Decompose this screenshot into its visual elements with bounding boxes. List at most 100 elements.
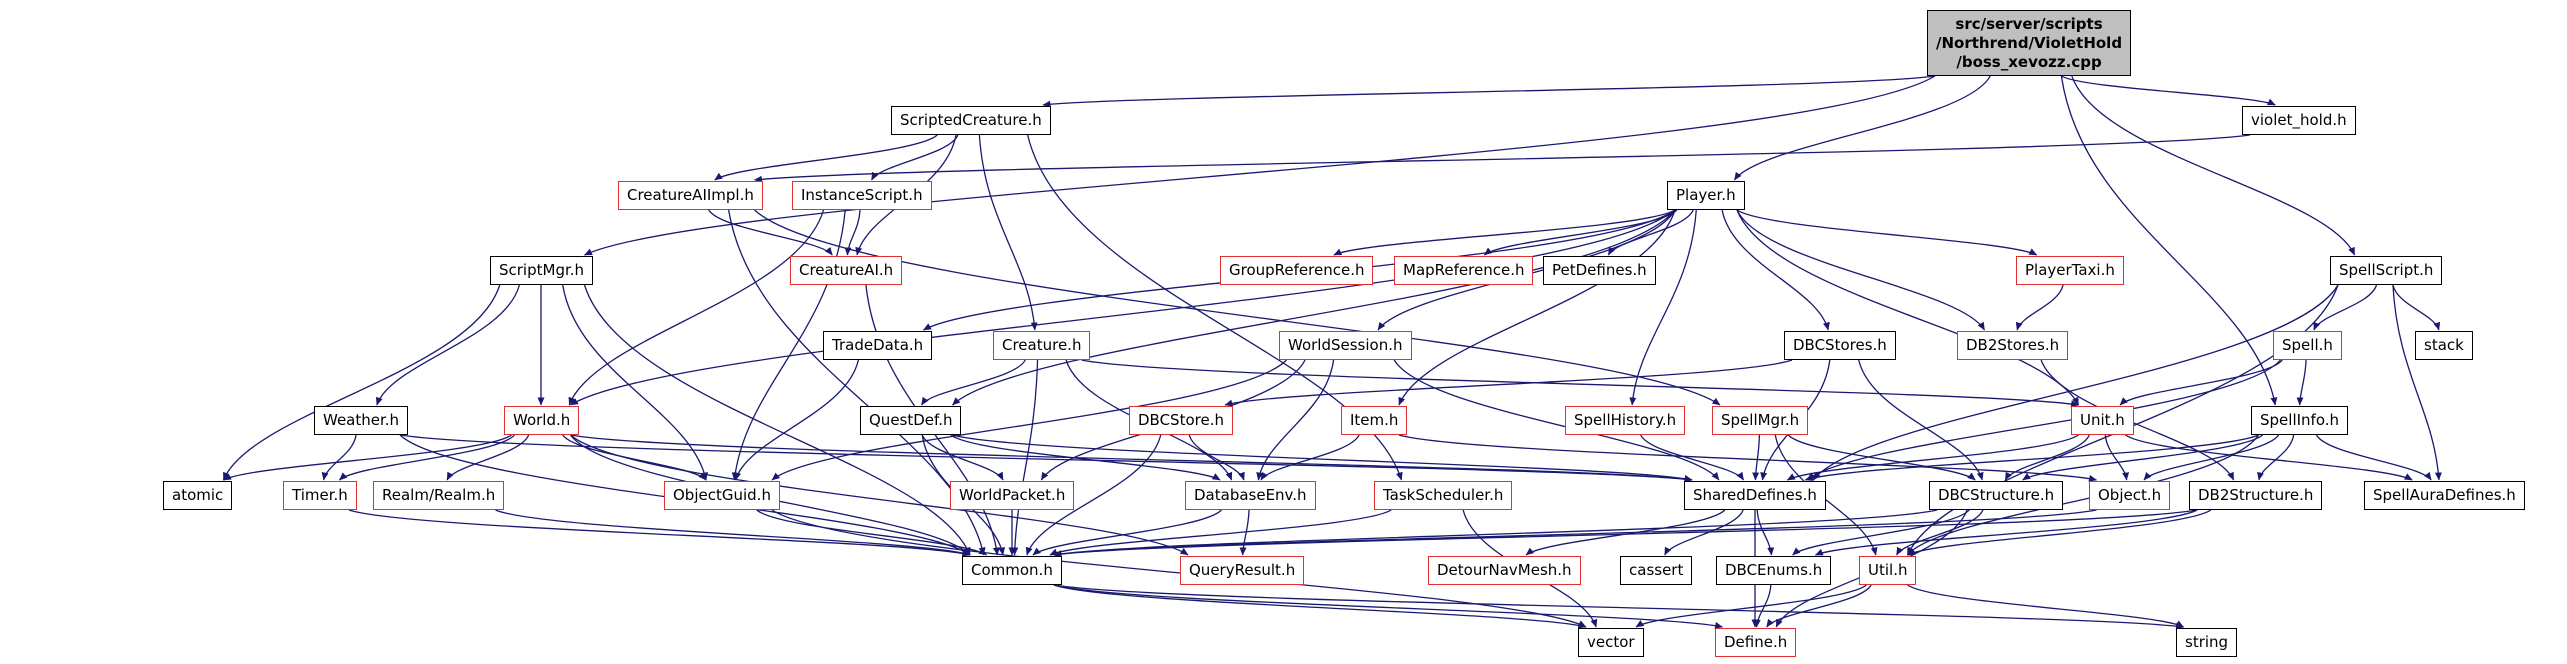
node-DBCStore[interactable]: DBCStore.h xyxy=(1129,406,1233,435)
node-string[interactable]: string xyxy=(2176,628,2238,657)
node-atomic[interactable]: atomic xyxy=(163,481,233,510)
edge-QuestDef-to-DatabaseEnv xyxy=(950,434,1221,481)
node-Object[interactable]: Object.h xyxy=(2089,481,2171,510)
edge-World-to-Timer xyxy=(339,434,515,481)
node-SpellScript[interactable]: SpellScript.h xyxy=(2330,256,2443,285)
edge-WorldSession-to-DatabaseEnv xyxy=(1256,359,1335,481)
node-Unit[interactable]: Unit.h xyxy=(2071,406,2134,435)
node-cassert[interactable]: cassert xyxy=(1620,556,1693,585)
edge-Weather-to-SharedDefines xyxy=(399,434,1693,483)
edge-SpellScript-to-stack xyxy=(2392,284,2441,331)
edge-DatabaseEnv-to-Common xyxy=(1032,509,1222,556)
node-MapReference[interactable]: MapReference.h xyxy=(1394,256,1534,285)
node-SharedDefines[interactable]: SharedDefines.h xyxy=(1684,481,1826,510)
node-CreatureAIImpl[interactable]: CreatureAIImpl.h xyxy=(618,181,763,210)
node-ScriptedCreature[interactable]: ScriptedCreature.h xyxy=(891,106,1051,135)
edge-ScriptedCreature-to-CreatureAIImpl xyxy=(714,134,938,181)
edge-Player-to-Unit xyxy=(1736,209,2080,406)
edge-World-to-ObjectGuid xyxy=(562,434,707,481)
node-TradeData[interactable]: TradeData.h xyxy=(823,331,933,360)
node-Player[interactable]: Player.h xyxy=(1667,181,1745,210)
edge-Player-to-DB2Stores xyxy=(1736,209,1986,331)
node-Weather[interactable]: Weather.h xyxy=(314,406,409,435)
edge-DB2Structure-to-Common xyxy=(1053,509,2197,558)
node-DBCStructure[interactable]: DBCStructure.h xyxy=(1929,481,2064,510)
node-CreatureAI[interactable]: CreatureAI.h xyxy=(790,256,903,285)
node-Timer[interactable]: Timer.h xyxy=(283,481,357,510)
edge-World-to-QueryResult xyxy=(570,434,1189,556)
edge-InstanceScript-to-ObjectGuid xyxy=(731,209,846,481)
edge-InstanceScript-to-World xyxy=(568,209,825,406)
node-Spell[interactable]: Spell.h xyxy=(2273,331,2342,360)
edge-cpp-to-SpellInfo xyxy=(2060,75,2278,406)
edge-Spell-to-SharedDefines xyxy=(1807,359,2281,481)
node-SpellAuraDefines[interactable]: SpellAuraDefines.h xyxy=(2364,481,2525,510)
node-WorldSession[interactable]: WorldSession.h xyxy=(1279,331,1412,360)
edge-Common-to-Define xyxy=(1053,584,1723,629)
node-Item[interactable]: Item.h xyxy=(1341,406,1408,435)
edge-Creature-to-Unit xyxy=(1081,359,2079,408)
node-stack[interactable]: stack xyxy=(2415,331,2473,360)
edge-WorldSession-to-ObjectGuid xyxy=(771,359,1287,481)
node-ScriptMgr[interactable]: ScriptMgr.h xyxy=(490,256,594,285)
node-TaskScheduler[interactable]: TaskScheduler.h xyxy=(1374,481,1513,510)
edge-InstanceScript-to-CreatureAI xyxy=(844,209,861,256)
edge-SharedDefines-to-DBCEnums xyxy=(1756,509,1775,556)
node-DBCStores[interactable]: DBCStores.h xyxy=(1784,331,1896,360)
node-SpellInfo[interactable]: SpellInfo.h xyxy=(2251,406,2349,435)
edge-Creature-to-Common xyxy=(1011,359,1039,556)
edge-SpellInfo-to-DB2Structure xyxy=(2257,434,2295,481)
node-DB2Stores[interactable]: DB2Stores.h xyxy=(1957,331,2069,360)
edge-ScriptMgr-to-atomic xyxy=(222,284,501,481)
node-World[interactable]: World.h xyxy=(504,406,580,435)
node-Define[interactable]: Define.h xyxy=(1715,628,1797,657)
node-ObjectGuid[interactable]: ObjectGuid.h xyxy=(664,481,780,510)
node-violet_hold[interactable]: violet_hold.h xyxy=(2242,106,2356,135)
node-QueryResult[interactable]: QueryResult.h xyxy=(1180,556,1305,585)
edge-SpellMgr-to-SharedDefines xyxy=(1752,434,1761,481)
edge-Player-to-QuestDef xyxy=(952,209,1676,406)
node-DBCEnums[interactable]: DBCEnums.h xyxy=(1716,556,1832,585)
edge-DBCStructure-to-Util xyxy=(1896,509,1984,556)
node-Creature[interactable]: Creature.h xyxy=(993,331,1091,360)
edge-Player-to-PlayerTaxi xyxy=(1736,209,2038,256)
node-QuestDef[interactable]: QuestDef.h xyxy=(860,406,962,435)
node-InstanceScript[interactable]: InstanceScript.h xyxy=(792,181,932,210)
node-Util[interactable]: Util.h xyxy=(1859,556,1917,585)
edge-DB2Structure-to-DBCEnums xyxy=(1814,509,2198,556)
node-WorldPacket[interactable]: WorldPacket.h xyxy=(950,481,1075,510)
node-DatabaseEnv[interactable]: DatabaseEnv.h xyxy=(1185,481,1316,510)
edge-SpellMgr-to-DBCStructure xyxy=(1787,434,1976,481)
edge-ScriptMgr-to-Common xyxy=(583,284,971,556)
edge-TaskScheduler-to-Common xyxy=(1049,509,1392,556)
node-PlayerTaxi[interactable]: PlayerTaxi.h xyxy=(2016,256,2124,285)
node-GroupReference[interactable]: GroupReference.h xyxy=(1220,256,1374,285)
edge-TradeData-to-ObjectGuid xyxy=(734,359,860,481)
node-vector[interactable]: vector xyxy=(1578,628,1644,657)
node-DB2Structure[interactable]: DB2Structure.h xyxy=(2189,481,2323,510)
edge-SpellInfo-to-Util xyxy=(1907,434,2260,556)
edge-SpellScript-to-Spell xyxy=(2313,284,2378,331)
node-SpellHistory[interactable]: SpellHistory.h xyxy=(1565,406,1686,435)
edge-Creature-to-QuestDef xyxy=(920,359,1026,406)
edge-Util-to-vector xyxy=(1635,584,1867,628)
edge-Unit-to-Object xyxy=(2104,434,2130,481)
edge-Player-to-PetDefines xyxy=(1607,209,1694,256)
edge-SpellInfo-to-SharedDefines xyxy=(1804,434,2259,481)
edge-Spell-to-SpellInfo xyxy=(2296,359,2307,406)
edge-Common-to-string xyxy=(1053,584,2184,630)
edge-cpp-to-ScriptMgr xyxy=(584,75,1936,256)
edge-CreatureAIImpl-to-CreatureAI xyxy=(708,209,833,256)
edge-DatabaseEnv-to-QueryResult xyxy=(1239,509,1250,556)
edge-Util-to-Define xyxy=(1766,584,1872,628)
edge-SpellInfo-to-SpellAuraDefines xyxy=(2315,434,2432,481)
edge-DBCStructure-to-Common xyxy=(1053,509,1938,558)
edge-DBCStores-to-DBCStore xyxy=(1224,359,1793,407)
node-DetourNavMesh[interactable]: DetourNavMesh.h xyxy=(1428,556,1581,585)
node-SpellMgr[interactable]: SpellMgr.h xyxy=(1712,406,1809,435)
node-Common[interactable]: Common.h xyxy=(962,556,1062,585)
edge-Player-to-DBCStores xyxy=(1721,209,1830,331)
node-RealmRealm[interactable]: Realm/Realm.h xyxy=(373,481,505,510)
node-PetDefines[interactable]: PetDefines.h xyxy=(1543,256,1656,285)
